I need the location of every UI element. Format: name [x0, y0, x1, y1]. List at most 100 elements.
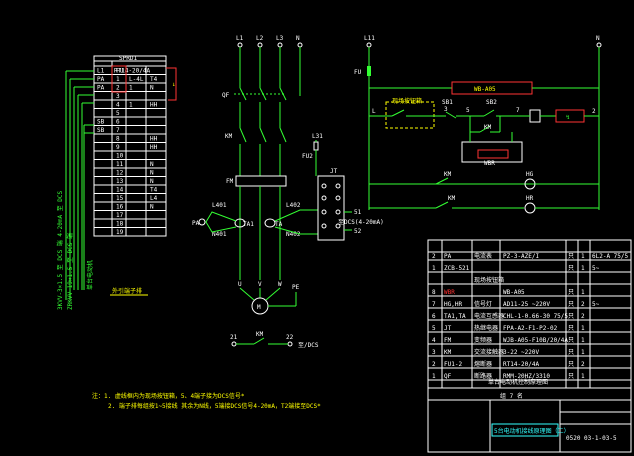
- l401-label: L401: [212, 202, 227, 209]
- parts-n-cell: 2: [581, 301, 585, 308]
- parts-n-cell: 2: [581, 361, 585, 368]
- dcs-t21: 21: [230, 334, 238, 341]
- parts-spec-cell: 热继电器: [474, 324, 498, 332]
- km-row2: KM: [448, 195, 456, 202]
- parts-spec-cell: 断路器: [474, 372, 492, 380]
- parts-model-cell: FPA-A2-F1-P2-02: [503, 325, 558, 332]
- power-circuit: L1 L2 L3 N QF KM FM: [192, 35, 384, 349]
- tb-col1-cell: PA: [97, 85, 105, 92]
- wbr-label: WBR: [484, 160, 495, 167]
- parts-code-cell: TA1,TA: [444, 313, 466, 320]
- l402-label: L402: [286, 202, 301, 209]
- tb-col4-cell: HH: [150, 144, 158, 151]
- fu2-label: FU2: [302, 153, 313, 160]
- parts-no-cell: 1: [432, 373, 436, 380]
- parts-n-cell: 2: [581, 313, 585, 320]
- tb-col4-cell: HH: [150, 102, 158, 109]
- parts-code-cell: QF: [444, 373, 452, 380]
- node-3: 3: [444, 106, 448, 113]
- output-w: W: [278, 281, 282, 288]
- node-l: L: [372, 108, 376, 115]
- tb-col1-cell: SB: [97, 119, 105, 126]
- parts-spec-cell: 交流接触器: [474, 348, 504, 356]
- tb-col2-cell: 4: [116, 102, 120, 109]
- pa-label: PA: [192, 220, 200, 227]
- tb-col3-cell: 1: [129, 85, 133, 92]
- tb-col3-cell: 1: [129, 102, 133, 109]
- note-line-1: 注：1. 虚线框内为现场按钮箱，5、4端子接为DCS信号*: [92, 392, 245, 400]
- terminal-block-header: SPRD1: [119, 55, 137, 62]
- n402-label: N402: [286, 231, 301, 238]
- tb-col2-cell: 2: [116, 85, 120, 92]
- tb-col4-cell: HH: [150, 136, 158, 143]
- tb-col2-cell: 16: [116, 204, 124, 211]
- parts-qty-cell: 只: [568, 361, 574, 368]
- parts-model-cell: PZ-3-AZE/I: [503, 253, 540, 260]
- parts-no-cell: 3: [432, 349, 436, 356]
- tb-col2-cell: 11: [116, 161, 124, 168]
- sb1-label: SB1: [442, 99, 453, 106]
- title-box: 5台电动机接线原理图（二）: [494, 427, 570, 435]
- tb-col1-cell: SB: [97, 127, 105, 134]
- parts-model-cell: CHL-1-0.66-30 75/5: [503, 313, 568, 320]
- jt-contact: ↯: [566, 114, 570, 121]
- parts-code-cell: HG,HR: [444, 301, 462, 308]
- output-u: U: [238, 281, 242, 288]
- cable-label-1: 3KVV-3×1.5 至 DCS 端 4-20mA 至 DCS: [56, 190, 64, 310]
- phase-l3: L3: [276, 35, 284, 42]
- parts-n-cell: 1: [581, 253, 585, 260]
- parts-qty-cell: 只: [568, 289, 574, 296]
- sb2-label: SB2: [486, 99, 497, 106]
- km-label: KM: [225, 133, 233, 140]
- cable-label-2: ZRKVV-19×1.5 至 DCS 端: [66, 233, 74, 310]
- ctrl-fu: FU: [354, 69, 362, 76]
- arrow-marker: ↓: [172, 81, 176, 88]
- parts-n-cell: 1: [581, 373, 585, 380]
- dcs-km: KM: [256, 331, 264, 338]
- parts-qty-cell: 只: [568, 253, 574, 260]
- dcs-label: 至/DCS: [298, 342, 319, 349]
- tb-col2-cell: 14: [116, 187, 124, 194]
- parts-n-cell: 1: [581, 265, 585, 272]
- tb-col4-cell: N: [150, 178, 154, 185]
- jt-label: JT: [330, 168, 338, 175]
- parts-no-cell: 2: [432, 361, 436, 368]
- tb-col2-cell: 6: [116, 119, 120, 126]
- parts-qty-cell: 只: [568, 265, 574, 272]
- parts-code-cell: ZCB-521: [444, 265, 470, 272]
- external-terminal-label: 外引端子排: [112, 287, 142, 295]
- ctrl-l11: L11: [364, 35, 375, 42]
- parts-spec-cell: 信号灯: [474, 300, 492, 308]
- parts-qty-cell: 只: [568, 373, 574, 380]
- parts-qty-cell: 只: [568, 349, 574, 356]
- tb-col2-cell: 7: [116, 127, 120, 134]
- device-label: WB-A05: [474, 86, 496, 93]
- tb-col3-cell: L-4L: [129, 76, 144, 83]
- parts-no-cell: 8: [432, 289, 436, 296]
- n401-label: N401: [212, 231, 227, 238]
- parts-no-cell: 2: [432, 253, 436, 260]
- parts-code-cell: WBR: [444, 289, 455, 296]
- cable-label-3: 单台电动机: [86, 260, 94, 290]
- km-row1: KM: [444, 171, 452, 178]
- note-line-2: 2. 端子排每组按1~5接线 其余为N线，5端接DCS信号4-20mA，T2端接…: [108, 402, 321, 410]
- tb-col4-cell: N: [150, 170, 154, 177]
- tb-col2-cell: 19: [116, 229, 124, 236]
- parts-qty-cell: 只: [568, 325, 574, 332]
- tb-col2-cell: 8: [116, 136, 120, 143]
- parts-code-cell: PA: [444, 253, 452, 260]
- tb-col3-cell: RT14-20/4A: [114, 68, 151, 75]
- parts-n-cell: 1: [581, 349, 585, 356]
- tb-col2-cell: FU: [116, 68, 124, 75]
- km-aux-label: KM: [484, 124, 492, 131]
- parts-qty-cell: 只: [568, 337, 574, 344]
- tb-col2-cell: 15: [116, 195, 124, 202]
- parts-spec-cell: 变频器: [474, 336, 492, 344]
- parts-model-cell: WB-A05: [503, 289, 525, 296]
- tb-col4-cell: L4: [150, 195, 158, 202]
- tb-col2-cell: 5: [116, 110, 120, 117]
- parts-spec-cell: 电流互感器: [474, 312, 504, 320]
- parts-spec-cell: 现场按钮箱: [474, 276, 504, 284]
